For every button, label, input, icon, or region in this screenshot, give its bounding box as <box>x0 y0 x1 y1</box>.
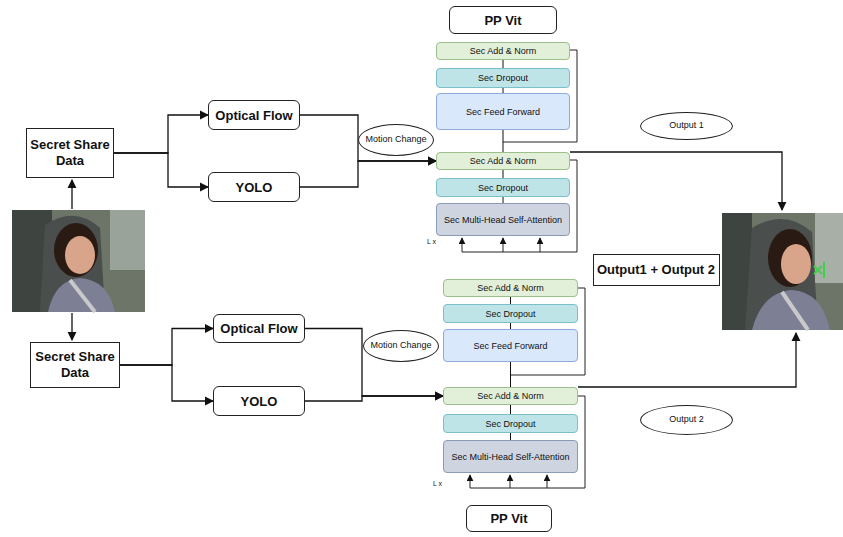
connector <box>305 329 443 397</box>
layer-box: Sec Add & Norm <box>443 279 578 297</box>
title-box: PP Vit <box>449 6 557 34</box>
layer-box: Sec Add & Norm <box>436 152 570 170</box>
node-text: Sec Add & Norm <box>470 156 537 166</box>
node-text: Motion Change <box>370 341 431 351</box>
process-box: YOLO <box>208 172 300 202</box>
node-text: Sec Dropout <box>478 73 528 83</box>
layer-box: Sec Add & Norm <box>443 387 578 405</box>
connector <box>114 115 208 153</box>
layer-box: Sec Add & Norm <box>436 42 570 60</box>
annotation-ellipse: Motion Change <box>358 124 434 156</box>
layer-box: Sec Feed Forward <box>436 93 570 130</box>
layer-box: Sec Dropout <box>436 178 570 197</box>
connector <box>510 433 511 440</box>
process-box: Optical Flow <box>213 314 305 343</box>
connector <box>503 60 504 68</box>
connector <box>120 365 213 401</box>
input-arrow <box>71 313 72 340</box>
node-text: Sec Add & Norm <box>470 46 537 56</box>
layer-box: Sec Dropout <box>443 414 578 433</box>
layer-box: Sec Multi-Head Self-Attention <box>436 203 570 236</box>
node-text: Optical Flow <box>215 108 292 123</box>
node-text: Sec Multi-Head Self-Attention <box>444 215 562 225</box>
connector <box>510 362 511 387</box>
node-text: Optical Flow <box>220 321 297 336</box>
node-text: Secret Share Data <box>31 349 119 380</box>
layer-box: Sec Feed Forward <box>443 329 578 362</box>
node-text: YOLO <box>236 180 273 195</box>
output-arrow <box>570 152 782 210</box>
connector <box>510 405 511 414</box>
node-text: Sec Add & Norm <box>477 283 544 293</box>
layer-box: Sec Dropout <box>443 304 578 323</box>
result-photo <box>722 213 843 330</box>
input-arrow <box>71 180 72 209</box>
node-text: Sec Dropout <box>478 183 528 193</box>
node-text: Sec Multi-Head Self-Attention <box>451 452 569 462</box>
node-text: YOLO <box>241 394 278 409</box>
node-text: Sec Dropout <box>485 419 535 429</box>
node-text: Output 1 <box>669 121 704 131</box>
output-ellipse: Output 2 <box>640 405 733 435</box>
layer-box: Sec Multi-Head Self-Attention <box>443 440 578 473</box>
node-text: Output1 + Output 2 <box>597 262 715 278</box>
node-text: PP Vit <box>484 13 521 28</box>
repeat-label: L x <box>427 238 436 245</box>
node-text: Sec Feed Forward <box>466 107 540 117</box>
node-text: PP Vit <box>490 511 527 526</box>
node-text: Sec Dropout <box>485 309 535 319</box>
result-box: Output1 + Output 2 <box>593 254 720 286</box>
output-ellipse: Output 1 <box>640 112 733 140</box>
connector <box>300 115 436 161</box>
title-box: PP Vit <box>466 505 552 532</box>
connector <box>510 297 511 304</box>
connector <box>503 170 504 178</box>
output-arrow <box>578 333 796 387</box>
node-text: Sec Feed Forward <box>473 341 547 351</box>
node-text: Secret Share Data <box>27 137 113 168</box>
process-box: Secret Share Data <box>30 342 120 388</box>
layer-box: Sec Dropout <box>436 68 570 88</box>
repeat-label: L x <box>433 480 442 487</box>
connector <box>300 161 436 187</box>
node-text: Sec Add & Norm <box>477 391 544 401</box>
node-text: Motion Change <box>365 135 426 145</box>
process-box: YOLO <box>213 386 305 416</box>
process-box: Secret Share Data <box>26 128 114 178</box>
connector <box>120 329 213 366</box>
connector <box>114 153 208 187</box>
connector <box>305 396 443 401</box>
connector <box>503 130 504 152</box>
driver-photo <box>12 210 145 312</box>
annotation-ellipse: Motion Change <box>363 330 439 362</box>
process-box: Optical Flow <box>208 100 300 130</box>
node-text: Output 2 <box>669 415 704 425</box>
